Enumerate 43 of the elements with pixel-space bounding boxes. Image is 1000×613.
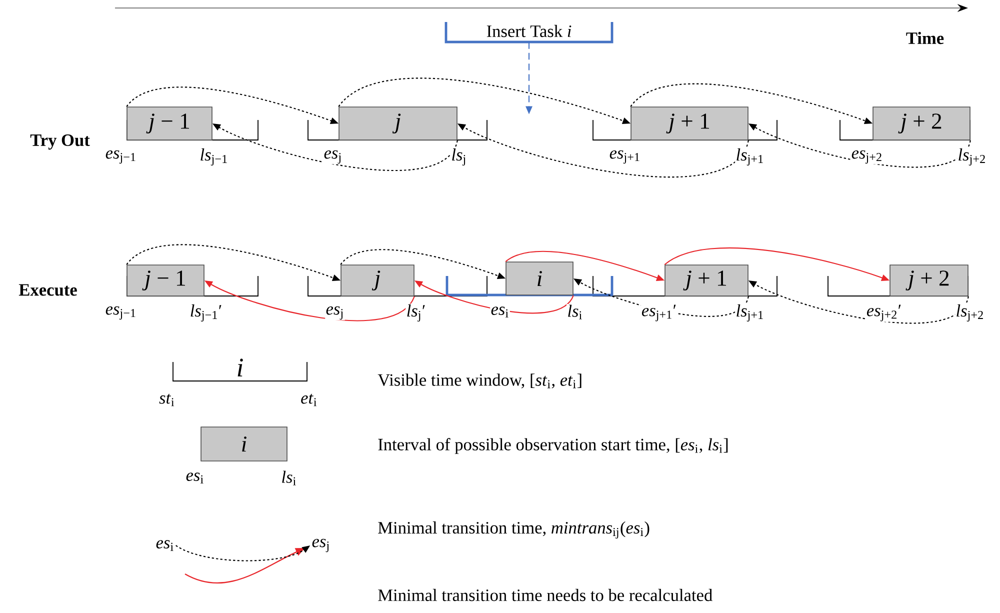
task-box: j − 1 bbox=[126, 106, 212, 140]
task-box: j bbox=[340, 264, 414, 296]
row-label: Time bbox=[906, 32, 944, 44]
task-box: j + 2 bbox=[872, 106, 970, 140]
time-label: et$_{i}$ bbox=[300, 393, 318, 407]
time-label: ls$_{i}$ bbox=[566, 304, 584, 320]
time-label: ls$_{j+1}$ bbox=[735, 304, 765, 322]
time-label: st$_{i}$ bbox=[158, 393, 176, 407]
time-window: i bbox=[172, 358, 308, 382]
time-label: es$_{j+1}$ bbox=[608, 150, 642, 164]
time-label: es$_{j}$ bbox=[325, 306, 345, 320]
time-label: ls$_{i}$ bbox=[280, 470, 298, 486]
task-box: j bbox=[338, 106, 458, 140]
task-box: j + 2 bbox=[890, 264, 968, 296]
time-label: es$_{i}$ bbox=[156, 540, 174, 551]
row-label: Try Out bbox=[30, 134, 90, 150]
legend-text: Visible time window, [st$_{i}$, et$_{i}$] bbox=[378, 374, 582, 388]
task-box: i bbox=[506, 262, 574, 296]
time-label: ls$_{j}$′ bbox=[406, 304, 426, 322]
time-label: es$_{j+2}$′ bbox=[866, 304, 902, 322]
task-box: i bbox=[200, 426, 288, 462]
time-label: ls$_{j−1}$ bbox=[199, 148, 229, 166]
task-box: j + 1 bbox=[630, 106, 748, 140]
time-label: ls$_{j+1}$ bbox=[735, 148, 765, 166]
time-label: es$_{j+2}$ bbox=[850, 150, 884, 164]
time-label: es$_{j}$ bbox=[312, 538, 329, 552]
insert-task-bracket: Insert Task i bbox=[444, 22, 614, 44]
task-box: j − 1 bbox=[126, 264, 204, 296]
time-label: es$_{j}$ bbox=[323, 150, 343, 164]
time-label: es$_{i}$ bbox=[490, 306, 510, 318]
legend-text: Minimal transition time, mintrans$_{ij}$(es$_{i}$) bbox=[378, 521, 650, 539]
time-label: ls$_{j−1}$′ bbox=[189, 304, 223, 322]
time-label: es$_{j+1}$′ bbox=[640, 304, 678, 322]
time-label: es$_{j−1}$ bbox=[104, 306, 138, 320]
time-label: ls$_{j+2}$ bbox=[955, 304, 985, 322]
time-label: ls$_{j+2}$ bbox=[957, 148, 987, 166]
time-label: es$_{j−1}$ bbox=[104, 150, 138, 164]
legend-text: Interval of possible observation start time, [es$_{i}$, ls$_{i}$] bbox=[378, 438, 728, 454]
row-label: Execute bbox=[18, 284, 77, 296]
legend-text: Minimal transition time needs to be recalculated bbox=[378, 588, 712, 602]
time-label: ls$_{j}$ bbox=[450, 148, 468, 166]
task-box: j + 1 bbox=[664, 264, 748, 296]
time-label: es$_{i}$ bbox=[185, 472, 205, 484]
